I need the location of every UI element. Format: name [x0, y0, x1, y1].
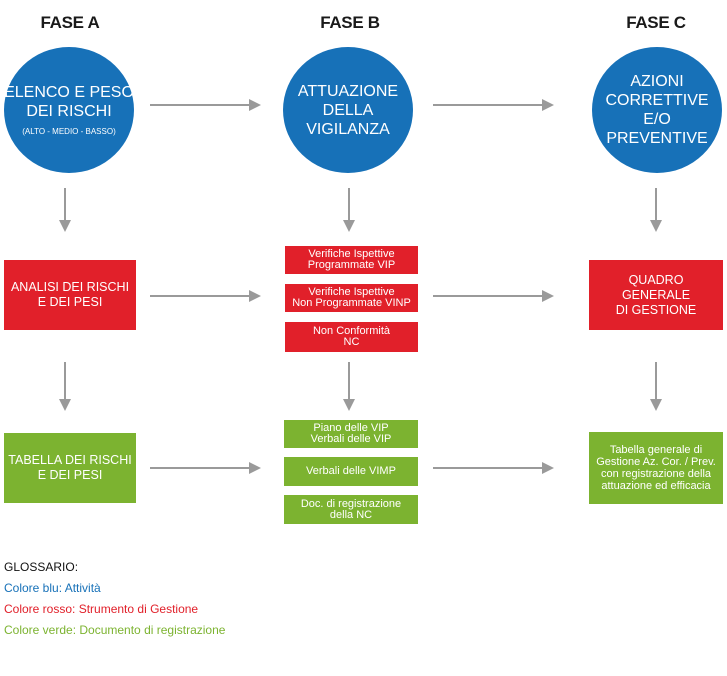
green-box-nc-registration: Doc. di registrazione della NC: [284, 495, 418, 524]
red-box-vip: Verifiche Ispettive Programmate VIP: [285, 246, 418, 274]
glossary-title: GLOSSARIO:: [4, 560, 79, 574]
red-box-management-overview: QUADRO GENERALE DI GESTIONE: [589, 260, 723, 330]
circle-risk-list-title: ELENCO E PESO DEI RISCHI: [4, 84, 134, 120]
red-box-nc: Non Conformità NC: [285, 322, 418, 352]
green-box-vimp-reports: Verbali delle VIMP: [284, 457, 418, 486]
circle-corrective-actions: AZIONI CORRETTIVE E/O PREVENTIVE: [592, 47, 722, 173]
glossary-red: Colore rosso: Strumento di Gestione: [4, 602, 199, 616]
circle-risk-list-subtitle: (ALTO - MEDIO - BASSO): [22, 127, 116, 136]
red-box-risk-analysis: ANALISI DEI RISCHI E DEI PESI: [4, 260, 136, 330]
red-box-vinp: Verifiche Ispettive Non Programmate VINP: [285, 284, 418, 312]
green-box-risk-table: TABELLA DEI RISCHI E DEI PESI: [4, 433, 136, 503]
phase-a-label: FASE A: [40, 13, 100, 32]
circle-vigilance: ATTUAZIONE DELLA VIGILANZA: [283, 47, 413, 173]
phase-b-label: FASE B: [320, 13, 380, 32]
green-box-vip-plan: Piano delle VIP Verbali delle VIP: [284, 420, 418, 448]
circle-risk-list: ELENCO E PESO DEI RISCHI (ALTO - MEDIO -…: [4, 47, 134, 173]
glossary-blue: Colore blu: Attività: [4, 581, 101, 595]
circle-corrective-actions-title: AZIONI CORRETTIVE E/O PREVENTIVE: [605, 73, 709, 147]
glossary-green: Colore verde: Documento di registrazione: [4, 623, 226, 637]
circle-vigilance-title: ATTUAZIONE DELLA VIGILANZA: [297, 82, 399, 138]
green-box-general-table: Tabella generale di Gestione Az. Cor. / …: [589, 432, 723, 504]
phase-c-label: FASE C: [626, 13, 686, 32]
